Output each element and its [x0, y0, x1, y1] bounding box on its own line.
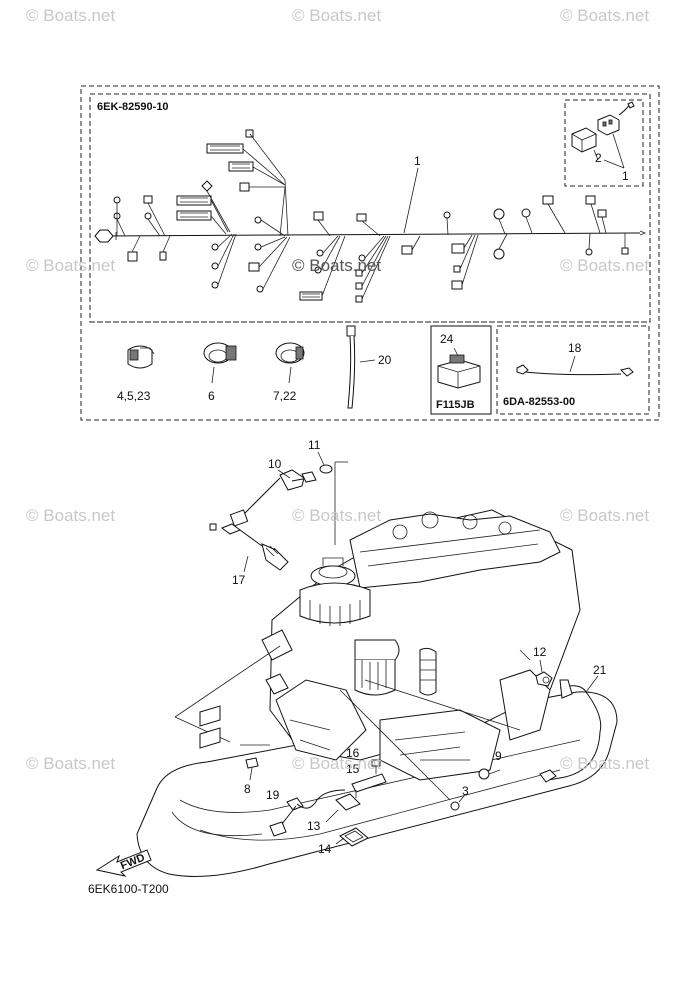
inset-ref-1: 1: [622, 169, 629, 183]
connector-small-icon: [597, 101, 635, 136]
watermark-7: © Boats.net: [26, 506, 116, 525]
watermark-4: © Boats.net: [26, 256, 116, 275]
inset-ref-2: 2: [595, 151, 602, 165]
watermark-8: © Boats.net: [292, 506, 382, 525]
cable-tie-20: 20: [346, 325, 392, 409]
watermark-6: © Boats.net: [560, 256, 650, 275]
clamp-7-22: 7,22: [273, 342, 305, 403]
ref-17: 17: [232, 573, 246, 587]
ref-14: 14: [318, 842, 332, 856]
ref-12: 12: [533, 645, 547, 659]
clamp-label-6: 6: [208, 389, 215, 403]
ref-10: 10: [268, 457, 282, 471]
ref-11: 11: [308, 438, 321, 452]
clip-4-5-23: 4,5,23: [117, 345, 155, 403]
sensor-19: 19: [266, 788, 346, 837]
f115-model-label: F115JB: [436, 399, 475, 411]
ref-13: 13: [307, 819, 321, 833]
ref-3: 3: [462, 784, 469, 798]
harness-part-number: 6EK-82590-10: [97, 101, 169, 113]
ref-8: 8: [244, 782, 251, 796]
watermark-11: © Boats.net: [292, 754, 382, 773]
sensor-10: 10: [229, 457, 317, 527]
watermark-10: © Boats.net: [26, 754, 116, 773]
f115-ref-24: 24: [440, 332, 454, 346]
bolt-8: 8: [244, 757, 259, 796]
watermark-9: © Boats.net: [560, 506, 650, 525]
watermark-12: © Boats.net: [560, 754, 650, 773]
harness-ref-1: 1: [414, 154, 421, 168]
clip-label-4-5-23: 4,5,23: [117, 389, 151, 403]
fwd-label: FWD: [119, 852, 147, 873]
sensor-12: 12: [533, 645, 553, 687]
watermark-5: © Boats.net: [292, 256, 382, 275]
harness-group-frame: [80, 85, 660, 421]
bolt-16: 16: [346, 746, 381, 774]
wire-harness: 1: [94, 129, 647, 303]
lead-ref-18: 18: [568, 341, 582, 355]
clamp-6: 6: [203, 342, 237, 403]
sensor-17: 17: [209, 523, 289, 587]
ref-9: 9: [495, 749, 502, 763]
ref-15: 15: [346, 762, 360, 776]
fwd-arrow-icon: FWD: [95, 849, 152, 877]
grommet-13: 13: [307, 793, 361, 833]
bolt-9: 9: [478, 749, 502, 780]
watermark-2: © Boats.net: [292, 6, 382, 25]
gasket-11: 11: [308, 438, 333, 474]
ref-16: 16: [346, 746, 360, 760]
lead-box: 18 6DA-82553-00: [496, 325, 650, 415]
lead-21: 21: [539, 663, 607, 783]
plate-14: 14: [318, 827, 369, 856]
clamp-label-7-22: 7,22: [273, 389, 297, 403]
connector-inset: 2 1: [564, 99, 644, 187]
tie-label-20: 20: [378, 353, 392, 367]
f115-box: 24 F115JB: [430, 325, 492, 415]
watermark-3: © Boats.net: [560, 6, 650, 25]
lead-part-number: 6DA-82553-00: [503, 396, 575, 408]
diagram-id: 6EK6100-T200: [88, 882, 169, 896]
bracket-15: 15: [346, 762, 387, 798]
connector-large-icon: [571, 127, 597, 153]
ref-19: 19: [266, 788, 280, 802]
watermark-1: © Boats.net: [26, 6, 116, 25]
bolt-3: 3: [450, 784, 469, 811]
ref-21: 21: [593, 663, 607, 677]
